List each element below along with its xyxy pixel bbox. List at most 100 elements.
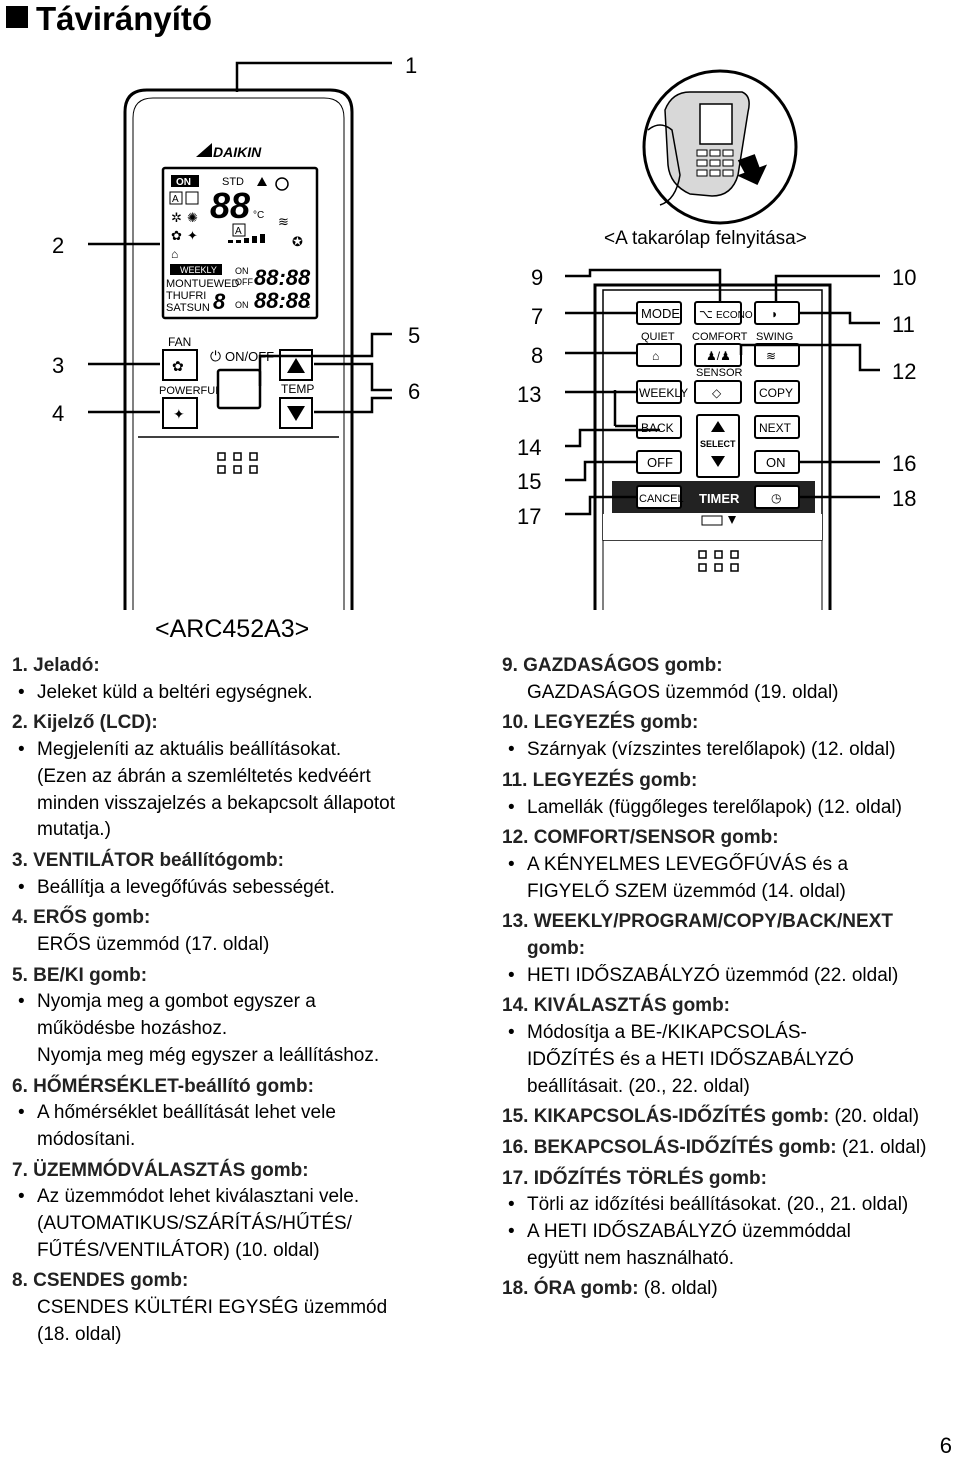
item-description: IDŐZÍTÉS és a HETI IDŐSZABÁLYZÓ bbox=[527, 1048, 854, 1070]
item-title: 17. IDŐZÍTÉS TÖRLÉS gomb: bbox=[502, 1167, 767, 1189]
callout-7: 7 bbox=[531, 304, 543, 329]
svg-text:MODE: MODE bbox=[641, 306, 680, 321]
item-description: Nyomja meg még egyszer a leállításhoz. bbox=[37, 1044, 380, 1066]
svg-text:SWING: SWING bbox=[756, 331, 793, 343]
item-description: A hőmérséklet beállítását lehet vele bbox=[12, 1100, 482, 1127]
svg-text:THUFRI: THUFRI bbox=[166, 290, 206, 302]
item-description: Az üzemmódot lehet kiválasztani vele. bbox=[12, 1184, 482, 1211]
svg-text:DAIKIN: DAIKIN bbox=[213, 144, 262, 160]
item-description: FŰTÉS/VENTILÁTOR) (10. oldal) bbox=[37, 1239, 320, 1261]
item-title: 6. HŐMÉRSÉKLET-beállító gomb: bbox=[12, 1075, 314, 1097]
cover-caption: <A takarólap felnyitása> bbox=[604, 228, 807, 249]
item-description: A HETI IDŐSZABÁLYZÓ üzemmóddal bbox=[502, 1219, 958, 1246]
svg-text:FAN: FAN bbox=[168, 335, 191, 349]
svg-text:⏻: ⏻ bbox=[210, 348, 221, 364]
svg-text:MONTUEWED: MONTUEWED bbox=[166, 278, 239, 290]
item-title: 9. GAZDASÁGOS gomb: bbox=[502, 655, 723, 676]
callout-14: 14 bbox=[517, 435, 541, 460]
callout-1: 1 bbox=[405, 53, 417, 78]
item-title: 12. COMFORT/SENSOR gomb: bbox=[502, 827, 779, 849]
callout-15: 15 bbox=[517, 469, 541, 494]
svg-text:ON/OFF: ON/OFF bbox=[225, 349, 274, 364]
callout-3: 3 bbox=[52, 353, 64, 378]
callout-13: 13 bbox=[517, 382, 541, 407]
svg-text:✲: ✲ bbox=[171, 210, 182, 225]
svg-text:A: A bbox=[172, 194, 179, 205]
svg-text:✿: ✿ bbox=[172, 358, 184, 374]
item-description: Módosítja a BE-/KIKAPCSOLÁS- bbox=[502, 1020, 958, 1047]
list-item-heading: 4. ERŐS gomb: bbox=[12, 905, 482, 932]
callout-12: 12 bbox=[892, 359, 916, 384]
item-title: 16. BEKAPCSOLÁS-IDŐZÍTÉS gomb: bbox=[502, 1136, 837, 1158]
callout-11: 11 bbox=[892, 312, 915, 337]
lcd-display: ON STD A 88 °C ✲ ✺ ✿ ✦ A ≋ ✪ ⌂ WEEKLY MO… bbox=[161, 166, 319, 320]
svg-text:°C: °C bbox=[253, 210, 264, 221]
list-item-heading: 18. ÓRA gomb: (8. oldal) bbox=[502, 1276, 958, 1303]
list-item-heading: 11. LEGYEZÉS gomb: bbox=[502, 768, 958, 795]
remote-body bbox=[123, 88, 354, 610]
item-title: 18. ÓRA gomb: bbox=[502, 1278, 639, 1300]
svg-text:STD: STD bbox=[222, 176, 244, 188]
svg-text:POWERFUL: POWERFUL bbox=[159, 385, 221, 397]
svg-text:✺: ✺ bbox=[187, 210, 198, 225]
page-title-text: Távirányító bbox=[36, 0, 213, 37]
item-description: beállításait. (20., 22. oldal) bbox=[527, 1075, 750, 1097]
item-page-ref: (21. oldal) bbox=[836, 1136, 927, 1158]
callout-8: 8 bbox=[531, 343, 543, 368]
svg-text:SENSOR: SENSOR bbox=[696, 367, 743, 379]
svg-text:QUIET: QUIET bbox=[641, 331, 675, 343]
svg-text:WEEKLY: WEEKLY bbox=[639, 386, 688, 400]
svg-text:⌥: ⌥ bbox=[699, 307, 713, 321]
svg-text:COMFORT: COMFORT bbox=[692, 331, 748, 343]
left-description-list: 1. Jeladó:Jeleket küld a beltéri egységn… bbox=[12, 653, 482, 1353]
list-item-heading: 9. GAZDASÁGOS gomb: bbox=[502, 653, 958, 680]
svg-text:ECONO: ECONO bbox=[716, 310, 753, 321]
list-item-heading: 8. CSENDES gomb: bbox=[12, 1268, 482, 1295]
item-description: mutatja.) bbox=[37, 819, 111, 841]
svg-text:◷: ◷ bbox=[771, 491, 781, 505]
item-title: 5. BE/KI gomb: bbox=[12, 964, 148, 986]
item-title: 13. WEEKLY/PROGRAM/COPY/BACK/NEXT bbox=[502, 911, 893, 933]
list-item-heading: 1. Jeladó: bbox=[12, 653, 482, 680]
svg-text:TEMP: TEMP bbox=[281, 382, 314, 396]
item-description: működésbe hozáshoz. bbox=[37, 1018, 228, 1040]
item-description: Szárnyak (vízszintes terelőlapok) (12. o… bbox=[502, 737, 958, 764]
svg-text:OFF: OFF bbox=[647, 455, 673, 470]
item-description: (Ezen az ábrán a szemléltetés kedvéért bbox=[37, 765, 371, 787]
svg-text:88:88: 88:88 bbox=[254, 265, 311, 290]
item-description: módosítani. bbox=[37, 1128, 136, 1150]
cover-opening-illustration bbox=[642, 69, 798, 225]
svg-text:✦: ✦ bbox=[173, 406, 185, 422]
item-title: 11. LEGYEZÉS gomb: bbox=[502, 769, 698, 791]
svg-text:SELECT: SELECT bbox=[700, 439, 736, 449]
item-description: Jeleket küld a beltéri egységnek. bbox=[12, 680, 482, 707]
svg-text:◇: ◇ bbox=[712, 386, 722, 400]
svg-text:OFF: OFF bbox=[235, 277, 253, 287]
list-item-heading: 15. KIKAPCSOLÁS-IDŐZÍTÉS gomb: (20. olda… bbox=[502, 1104, 958, 1131]
item-description: (18. oldal) bbox=[37, 1323, 122, 1345]
callout-18: 18 bbox=[892, 486, 916, 511]
item-title: 8. CSENDES gomb: bbox=[12, 1270, 189, 1292]
svg-text:COPY: COPY bbox=[759, 386, 793, 400]
item-description: Nyomja meg a gombot egyszer a bbox=[12, 989, 482, 1016]
item-page-ref: (8. oldal) bbox=[638, 1278, 718, 1300]
item-description: együtt nem használható. bbox=[527, 1247, 735, 1269]
svg-text:CANCEL: CANCEL bbox=[639, 493, 684, 505]
left-callout-lines bbox=[88, 61, 392, 414]
daikin-logo: DAIKIN bbox=[196, 143, 262, 160]
callout-6: 6 bbox=[408, 379, 420, 404]
svg-text:8: 8 bbox=[213, 289, 226, 314]
callout-2: 2 bbox=[52, 233, 64, 258]
item-description: Megjeleníti az aktuális beállításokat. bbox=[12, 737, 482, 764]
right-description-list: 9. GAZDASÁGOS gomb:GAZDASÁGOS üzemmód (1… bbox=[502, 653, 958, 1307]
svg-text:88: 88 bbox=[210, 185, 250, 226]
svg-text:NEXT: NEXT bbox=[759, 421, 792, 435]
svg-text:ON: ON bbox=[235, 266, 249, 276]
list-item-heading: 14. KIVÁLASZTÁS gomb: bbox=[502, 993, 958, 1020]
svg-text:c: c bbox=[306, 301, 310, 310]
item-description: A KÉNYELMES LEVEGŐFÚVÁS és a bbox=[502, 852, 958, 879]
callout-9: 9 bbox=[531, 265, 543, 290]
svg-text:SATSUN: SATSUN bbox=[166, 302, 210, 314]
item-description: HETI IDŐSZABÁLYZÓ üzemmód (22. oldal) bbox=[502, 963, 958, 990]
item-title-cont: gomb: bbox=[527, 938, 586, 960]
